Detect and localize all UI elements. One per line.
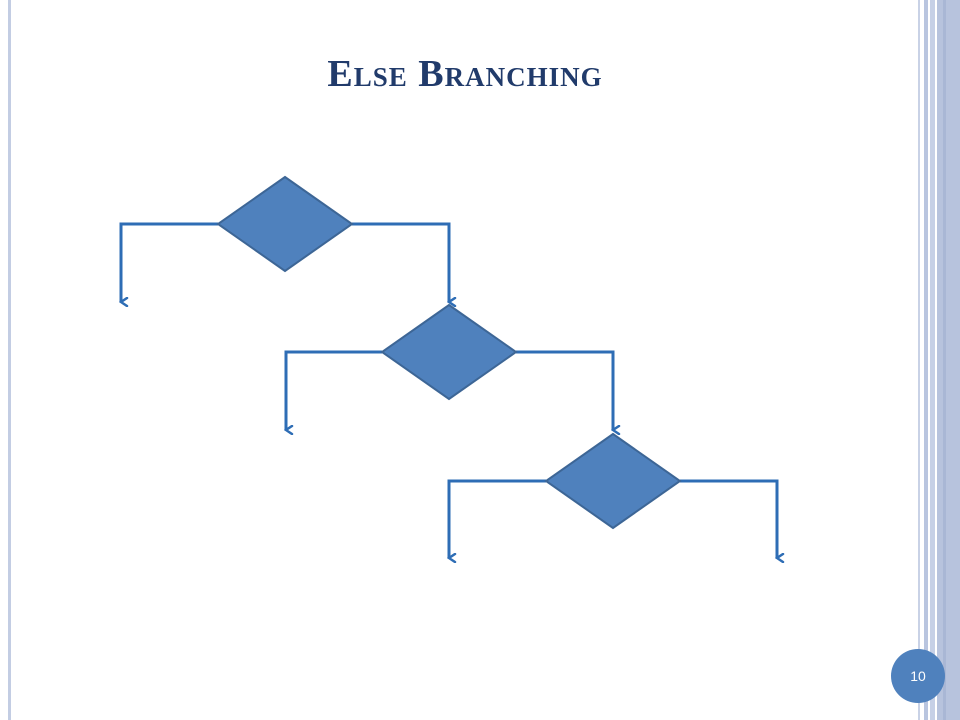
decision-1-false-branch-arrow xyxy=(121,222,218,302)
decision-3-false-branch-arrow xyxy=(449,479,546,558)
right-border-stripe xyxy=(930,0,935,720)
decision-2-true-branch-arrow xyxy=(516,350,613,430)
decision-3-diamond xyxy=(544,432,682,530)
left-border-rule xyxy=(8,0,11,720)
right-border-stripe xyxy=(943,0,946,720)
slide-title: Else Branching xyxy=(327,53,603,95)
decision-2-false-branch-arrow xyxy=(286,350,382,430)
right-border-stripe xyxy=(918,0,920,720)
decision-2-diamond xyxy=(380,303,518,401)
right-border-stripe xyxy=(937,0,960,720)
decision-1-diamond xyxy=(216,175,354,273)
page-number-badge: 10 xyxy=(891,649,945,703)
right-border-stripe xyxy=(924,0,928,720)
decision-3-true-branch-arrow xyxy=(680,479,777,558)
decision-1-true-branch-arrow xyxy=(352,222,449,302)
